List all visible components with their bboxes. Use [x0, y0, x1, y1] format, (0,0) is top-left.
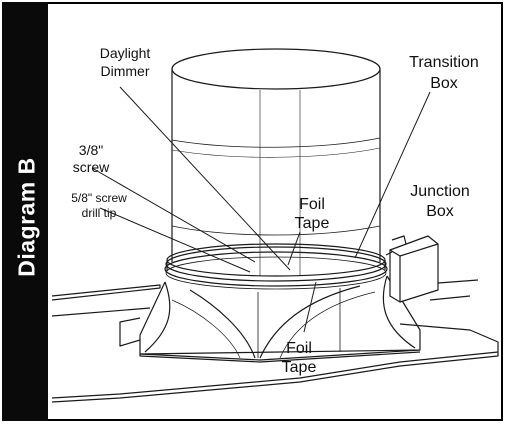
screw-38-label: 3/8" — [79, 142, 103, 158]
roof-deck — [51, 279, 499, 403]
foil-tape-top-label: Foil — [299, 196, 325, 213]
daylight-dimmer-label: Daylight — [100, 45, 151, 61]
dimmer-band — [164, 243, 388, 290]
junction-box — [385, 235, 439, 303]
light-tube — [171, 48, 381, 276]
transition-curb — [139, 275, 421, 363]
screw-58-label-2: drill tip — [82, 206, 117, 220]
transition-box-label: Transition — [409, 54, 479, 71]
leader-lines — [91, 86, 431, 333]
junction-box-label: Junction — [410, 183, 470, 200]
diagram-sidebar: Diagram B — [2, 2, 48, 421]
junction-box-label-2: Box — [426, 203, 454, 220]
screw-58-label: 5/8" screw — [71, 191, 127, 205]
foil-tape-bottom-label-2: Tape — [282, 359, 317, 376]
foil-tape-bottom-label: Foil — [286, 340, 312, 357]
daylight-dimmer-label-2: Dimmer — [101, 63, 150, 79]
transition-box-label-2: Box — [430, 75, 458, 92]
screw-38-label-2: screw — [73, 159, 110, 175]
foil-tape-top-label-2: Tape — [295, 215, 330, 232]
